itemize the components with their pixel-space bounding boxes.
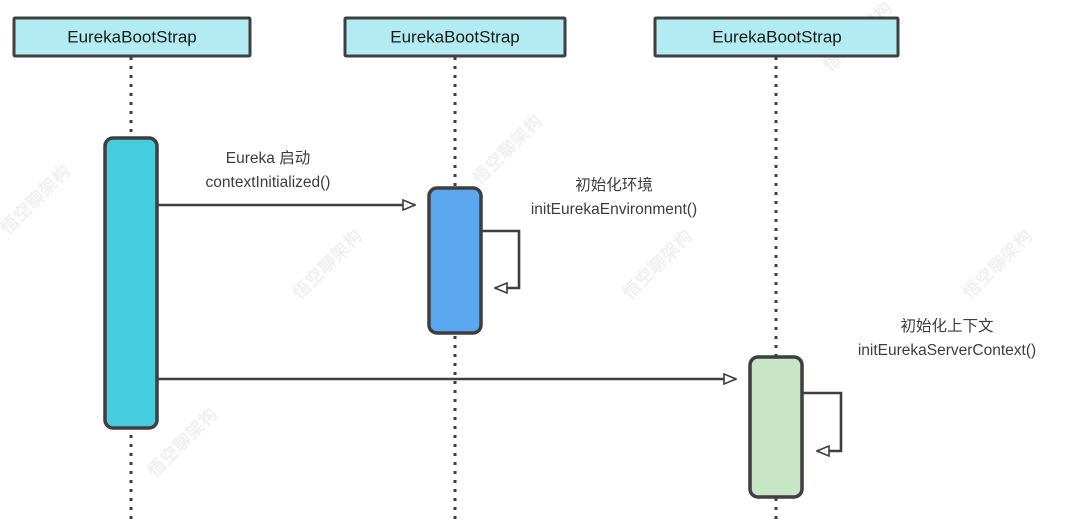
lifeline-header-label: EurekaBootStrap [390,27,519,46]
lifeline-header-2[interactable]: EurekaBootStrap [343,16,567,58]
watermark: 悟空聊架构 [959,225,1037,303]
activation-bar-2[interactable] [427,186,483,335]
self-call-path[interactable] [481,229,521,288]
message-4-self-call[interactable] [802,391,843,451]
message-label-line1: 初始化上下文 [900,317,993,335]
lifeline-header-1[interactable]: EurekaBootStrap [12,16,252,58]
lifeline-header-box[interactable] [12,16,252,58]
lifeline-header-label: EurekaBootStrap [67,27,196,46]
watermark: 悟空聊架构 [289,225,367,303]
lifeline-header-label: EurekaBootStrap [712,27,841,46]
message-label-line2: initEurekaEnvironment() [531,201,697,218]
lifeline-header-box[interactable] [343,16,567,58]
message-1[interactable]: Eureka 启动 contextInitialized() [157,149,415,205]
message-3[interactable]: 初始化上下文 initEurekaServerContext() [157,317,1036,379]
lifeline-header-3[interactable]: EurekaBootStrap [653,16,900,58]
watermark: 悟空聊架构 [0,160,74,238]
message-label-line2: initEurekaServerContext() [858,342,1036,359]
watermark: 悟空聊架构 [469,110,547,188]
message-2-self-call[interactable]: 初始化环境 initEurekaEnvironment() [481,175,697,288]
message-label-line1: Eureka 启动 [226,149,310,167]
message-label-line2: contextInitialized() [206,174,331,191]
activation-bar-1[interactable] [103,136,159,430]
self-call-path[interactable] [802,391,843,451]
watermark: 悟空聊架构 [619,225,697,303]
lifeline-header-box[interactable] [653,16,900,58]
activation-bar-3[interactable] [748,355,804,499]
message-label-line1: 初始化环境 [575,175,653,194]
